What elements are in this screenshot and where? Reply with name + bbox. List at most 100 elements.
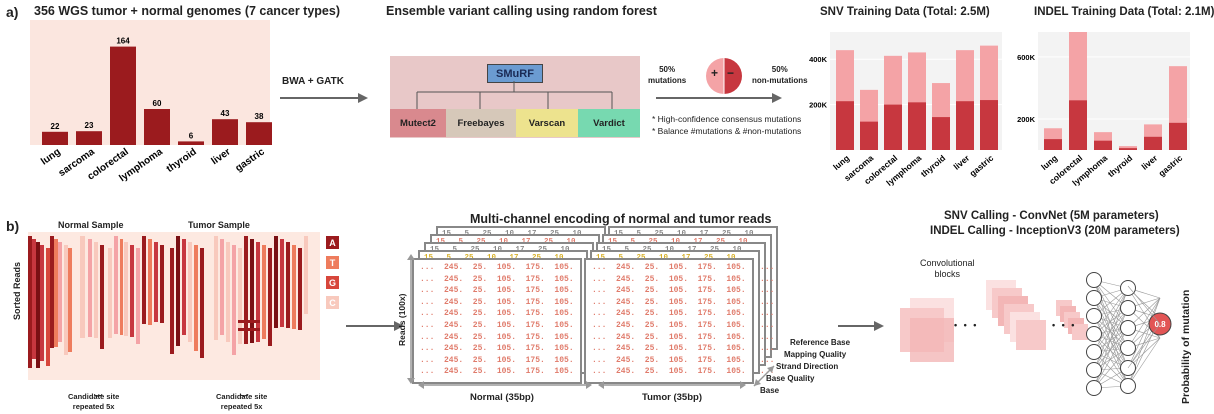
encoding-row: ... 245. 25. 105. 175. 105. ... bbox=[592, 263, 775, 272]
chart-category-label: gastric bbox=[968, 153, 996, 179]
mutations-label: 50% mutations bbox=[648, 65, 687, 85]
read-segment bbox=[88, 239, 92, 337]
network-edge bbox=[1093, 307, 1129, 371]
network-edge bbox=[1093, 347, 1129, 389]
encoding-row: ... 245. 25. 105. 175. 105. ... bbox=[420, 344, 603, 354]
encoding-front-right: ... 245. 25. 105. 175. 105. ... ... 245. … bbox=[584, 258, 775, 384]
network-edge bbox=[1093, 315, 1129, 369]
read-segment bbox=[154, 242, 158, 322]
read-segment bbox=[170, 248, 174, 354]
read-segment bbox=[214, 236, 218, 340]
note-balance: * Balance #mutations & #non-mutations bbox=[652, 126, 802, 136]
genome-bar-chart: 22lung23sarcoma164colorectal60lymphoma6t… bbox=[30, 20, 272, 184]
network-edge bbox=[1093, 333, 1129, 369]
ensemble-title: Ensemble variant calling using random fo… bbox=[386, 4, 657, 18]
tumor-sample-label: Tumor Sample bbox=[188, 220, 250, 230]
conv-block-1c bbox=[910, 318, 954, 362]
channel-depth-arrow bbox=[753, 365, 775, 387]
encoding-row: ... 245. 25. 105. 175. 105. ... bbox=[592, 367, 775, 377]
chart-bar-lower-lung bbox=[1044, 139, 1062, 150]
network-edge bbox=[1127, 323, 1161, 369]
network-edge bbox=[1127, 285, 1161, 325]
chart-bar-total-thyroid bbox=[1119, 146, 1137, 150]
read-segment bbox=[298, 248, 302, 330]
conv-blocks-label: Convolutional blocks bbox=[920, 258, 975, 279]
network-edge bbox=[1093, 279, 1129, 349]
network-edge bbox=[1093, 307, 1129, 353]
channel-strand-direction: Strand Direction bbox=[776, 362, 839, 371]
chart-bar-lower-lymphoma bbox=[908, 102, 926, 150]
read-segment bbox=[136, 248, 140, 344]
read-segment bbox=[148, 239, 152, 325]
network-node bbox=[1086, 362, 1102, 378]
reads-axis-arrow bbox=[407, 254, 415, 384]
sorted-reads-label: Sorted Reads bbox=[12, 261, 22, 320]
encoding-row: ... 245. 25. 105. 175. 105. ... bbox=[592, 320, 775, 330]
base-g-key: G bbox=[326, 276, 339, 289]
read-segment bbox=[280, 239, 284, 327]
chart-category-label: thyroid bbox=[1106, 153, 1134, 179]
read-segment bbox=[28, 236, 32, 368]
ellipsis-1: • • • bbox=[954, 320, 979, 330]
read-segment bbox=[46, 248, 50, 366]
chart-tick-label: 200K bbox=[809, 101, 828, 110]
conv-block-3e bbox=[1072, 324, 1088, 340]
read-segment bbox=[80, 236, 85, 338]
genome-bar-value: 60 bbox=[153, 99, 162, 108]
encoding-row: ... 245. 25. 105. 175. 105. ... bbox=[592, 274, 775, 284]
genome-bar-sarcoma bbox=[76, 131, 102, 145]
genome-bar-liver bbox=[212, 119, 238, 145]
caller-vardict: Vardict bbox=[578, 109, 640, 137]
encoding-row: ... 245. 25. 105. 175. 105. ... bbox=[420, 355, 603, 365]
tumor-width-label: Tumor (35bp) bbox=[642, 392, 702, 403]
right-brace: ⏟ bbox=[240, 380, 249, 396]
chart-bar-lower-gastric bbox=[1169, 122, 1187, 150]
network-edge bbox=[1093, 327, 1129, 371]
read-segment bbox=[188, 242, 192, 342]
align-arrow bbox=[280, 93, 368, 103]
chart-bar-lower-liver bbox=[1144, 136, 1162, 150]
genome-bar-value: 22 bbox=[51, 122, 60, 131]
read-segment bbox=[40, 245, 44, 361]
chart-category-label: thyroid bbox=[919, 153, 947, 179]
channel-reference-base: Reference Base bbox=[790, 338, 851, 347]
network-edge bbox=[1093, 297, 1129, 349]
genome-bar-value: 164 bbox=[116, 37, 130, 46]
base-c-key: C bbox=[326, 296, 339, 309]
chart-tick-label: 400K bbox=[809, 55, 828, 64]
chart-tick-label: 200K bbox=[1017, 115, 1036, 124]
network-node bbox=[1120, 340, 1136, 356]
encode-arrow bbox=[346, 321, 404, 331]
caller-mutect2: Mutect2 bbox=[390, 109, 446, 137]
candidate-site-right: Candidate site repeated 5x bbox=[216, 392, 268, 411]
chart-bar-lower-sarcoma bbox=[860, 121, 878, 150]
encoding-row: ... 245. 25. 105. 175. 105. ... bbox=[420, 332, 603, 342]
note-consensus: * High-confidence consensus mutations bbox=[652, 114, 802, 124]
snv-bar-chart: 200K400Klungsarcomacolorectallymphomathy… bbox=[809, 32, 1002, 188]
network-edge bbox=[1093, 297, 1129, 369]
read-segment bbox=[130, 245, 134, 337]
network-node bbox=[1086, 308, 1102, 324]
network-node bbox=[1086, 344, 1102, 360]
read-segment bbox=[94, 242, 98, 338]
read-segment bbox=[256, 242, 260, 342]
indel-chart-title: INDEL Training Data (Total: 2.1M) bbox=[1034, 6, 1214, 18]
chart-bar-lower-thyroid bbox=[1119, 148, 1137, 150]
panel-b-label: b) bbox=[6, 218, 20, 234]
genome-category-label: gastric bbox=[234, 146, 268, 174]
read-segment bbox=[194, 245, 198, 351]
ellipsis-2: • • • bbox=[1052, 320, 1077, 330]
smurf-box: SMuRF bbox=[487, 64, 543, 83]
network-node bbox=[1120, 320, 1136, 336]
plus-sign: + bbox=[711, 66, 719, 80]
chart-category-label: gastric bbox=[1157, 153, 1185, 179]
chart-tick-label: 600K bbox=[1017, 53, 1036, 62]
chart-bar-lower-colorectal bbox=[884, 104, 902, 150]
read-segment bbox=[182, 239, 186, 335]
encoding-row: ... 245. 25. 105. 175. 105. ... bbox=[420, 297, 603, 307]
chart-plot-area bbox=[1038, 32, 1190, 150]
minus-sign: − bbox=[727, 66, 735, 80]
network-node bbox=[1086, 326, 1102, 342]
read-segment bbox=[114, 236, 118, 334]
read-segment bbox=[124, 242, 128, 336]
